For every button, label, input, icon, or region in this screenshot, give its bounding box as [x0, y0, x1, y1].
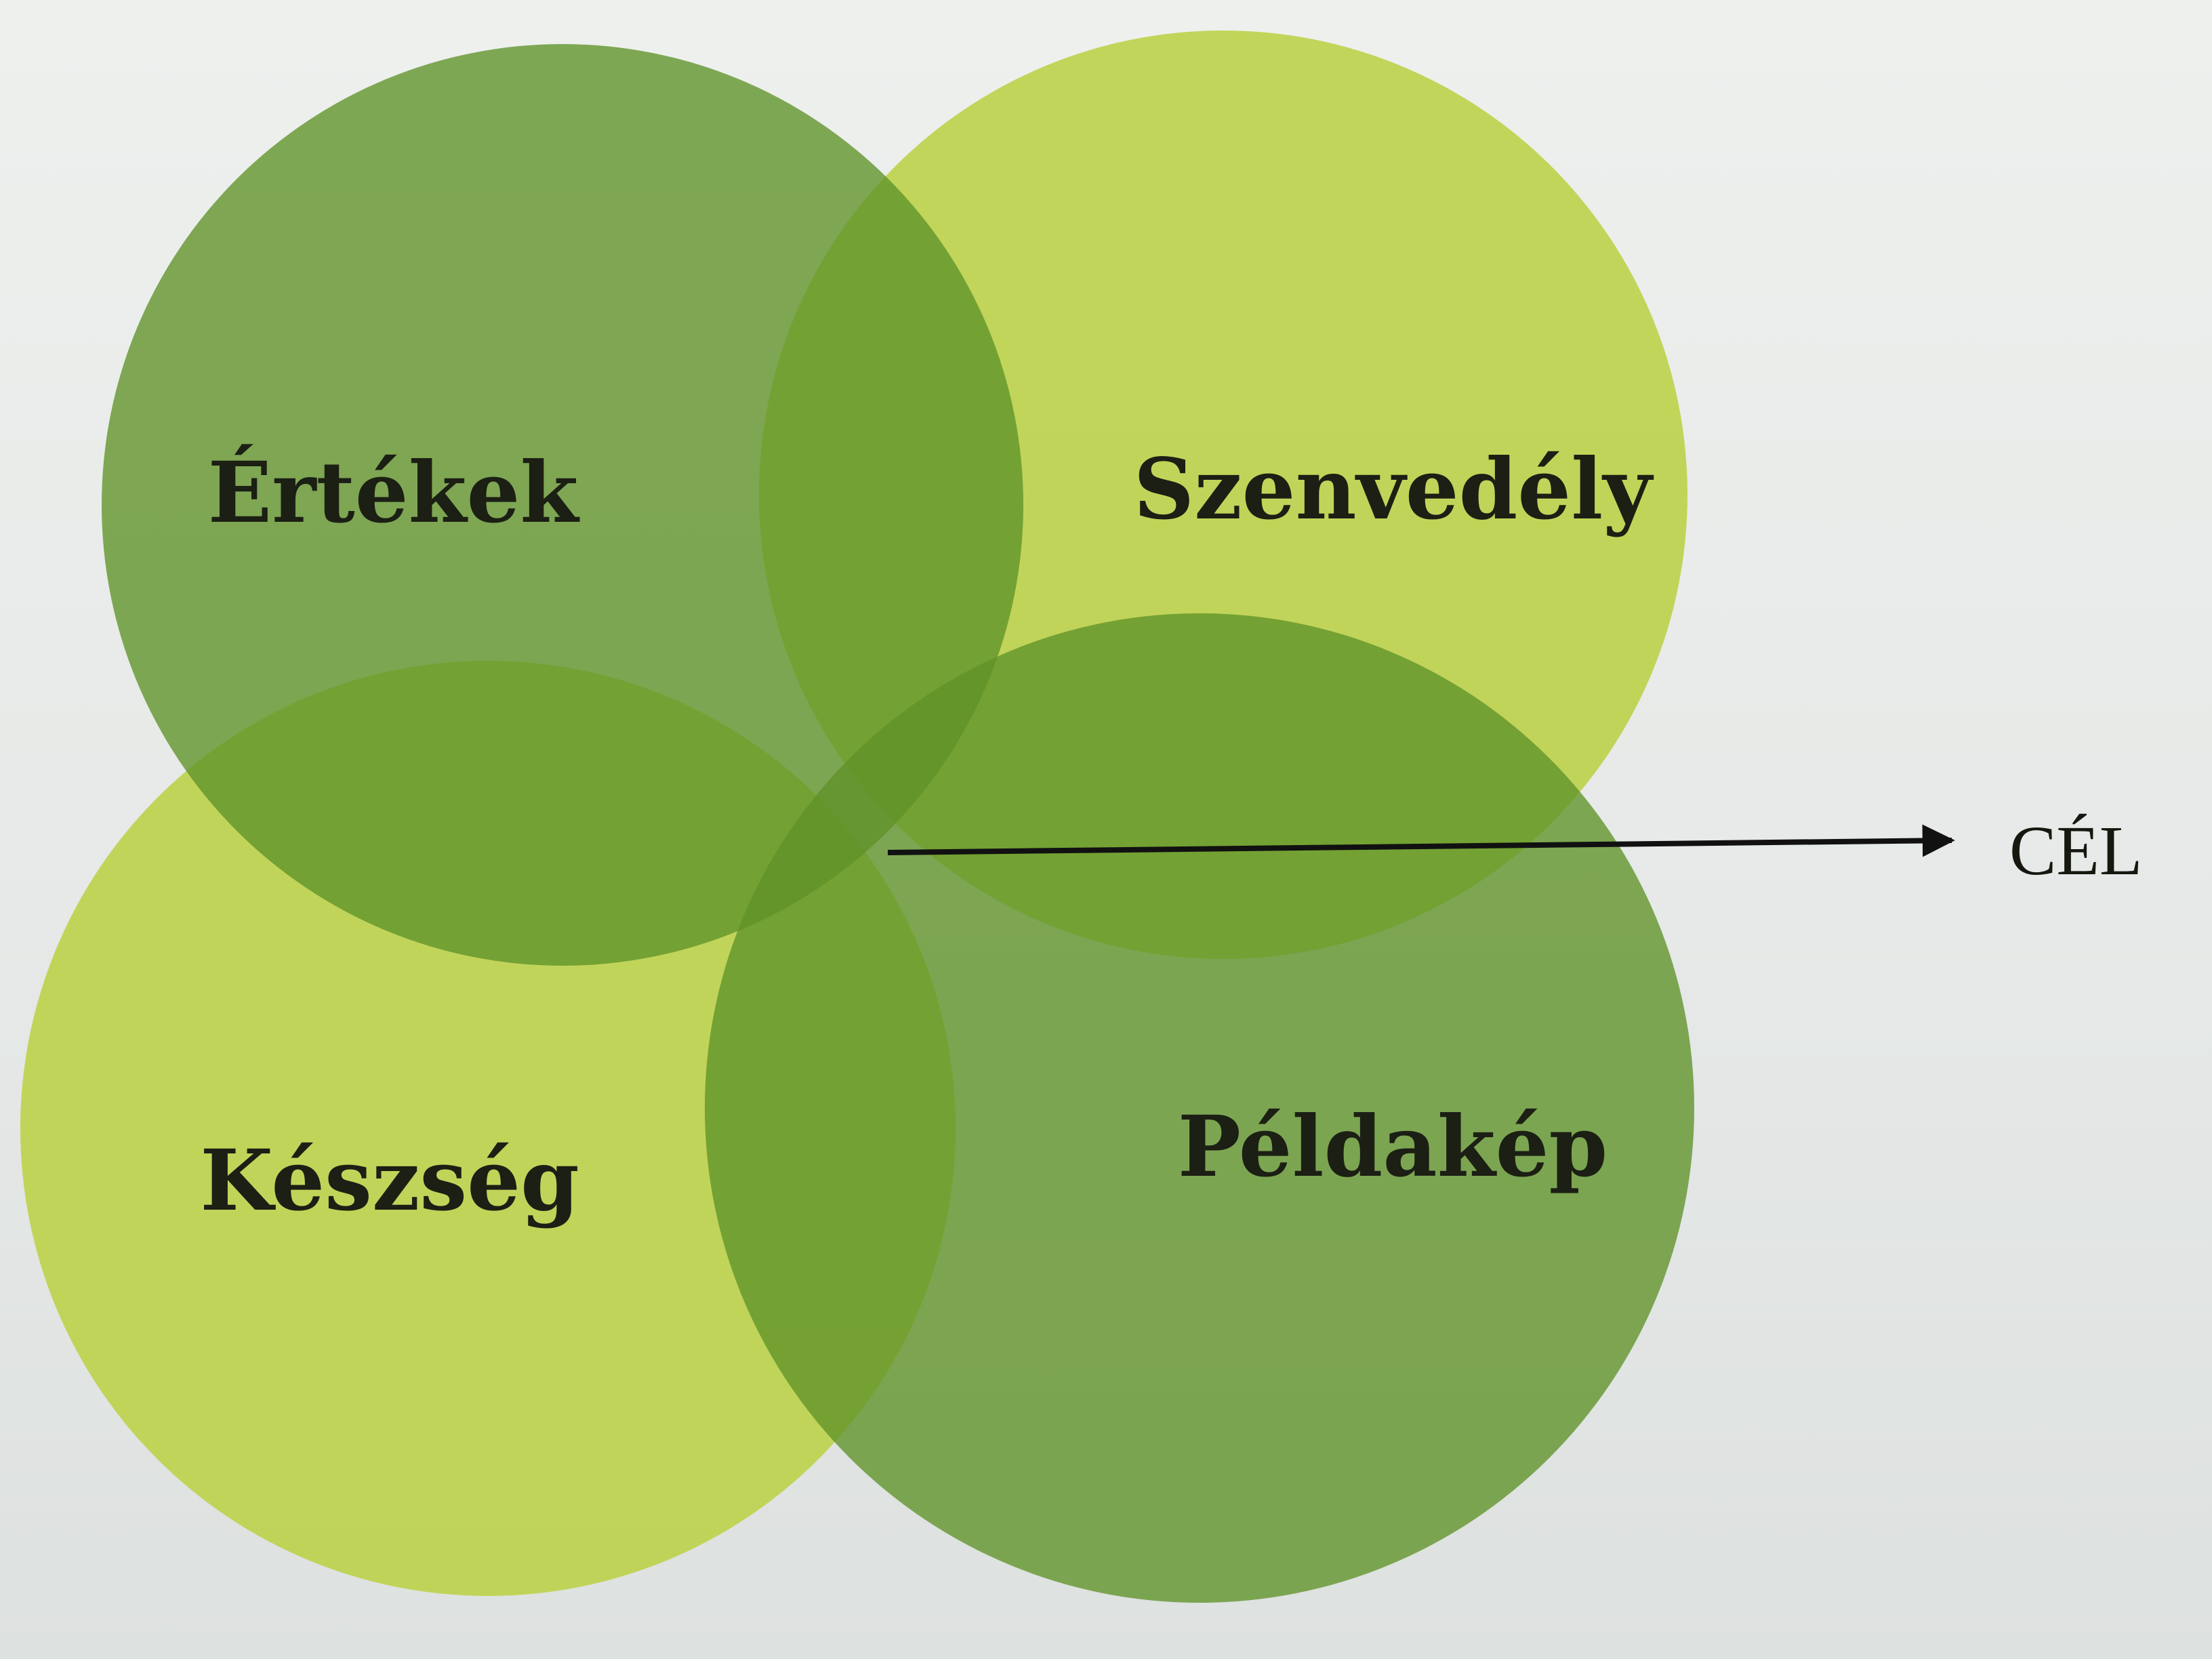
- label-szenvedely: Szenvedély: [1134, 441, 1655, 539]
- goal-arrow: [887, 824, 1955, 857]
- label-peldakep: Példakép: [1178, 1098, 1607, 1196]
- circle-ertekek: [102, 44, 1023, 966]
- label-ertekek: Értékek: [208, 444, 581, 542]
- goal-label: CÉL: [2009, 812, 2142, 890]
- circle-peldakep: [705, 613, 1694, 1603]
- label-keszseg: Készség: [200, 1132, 579, 1230]
